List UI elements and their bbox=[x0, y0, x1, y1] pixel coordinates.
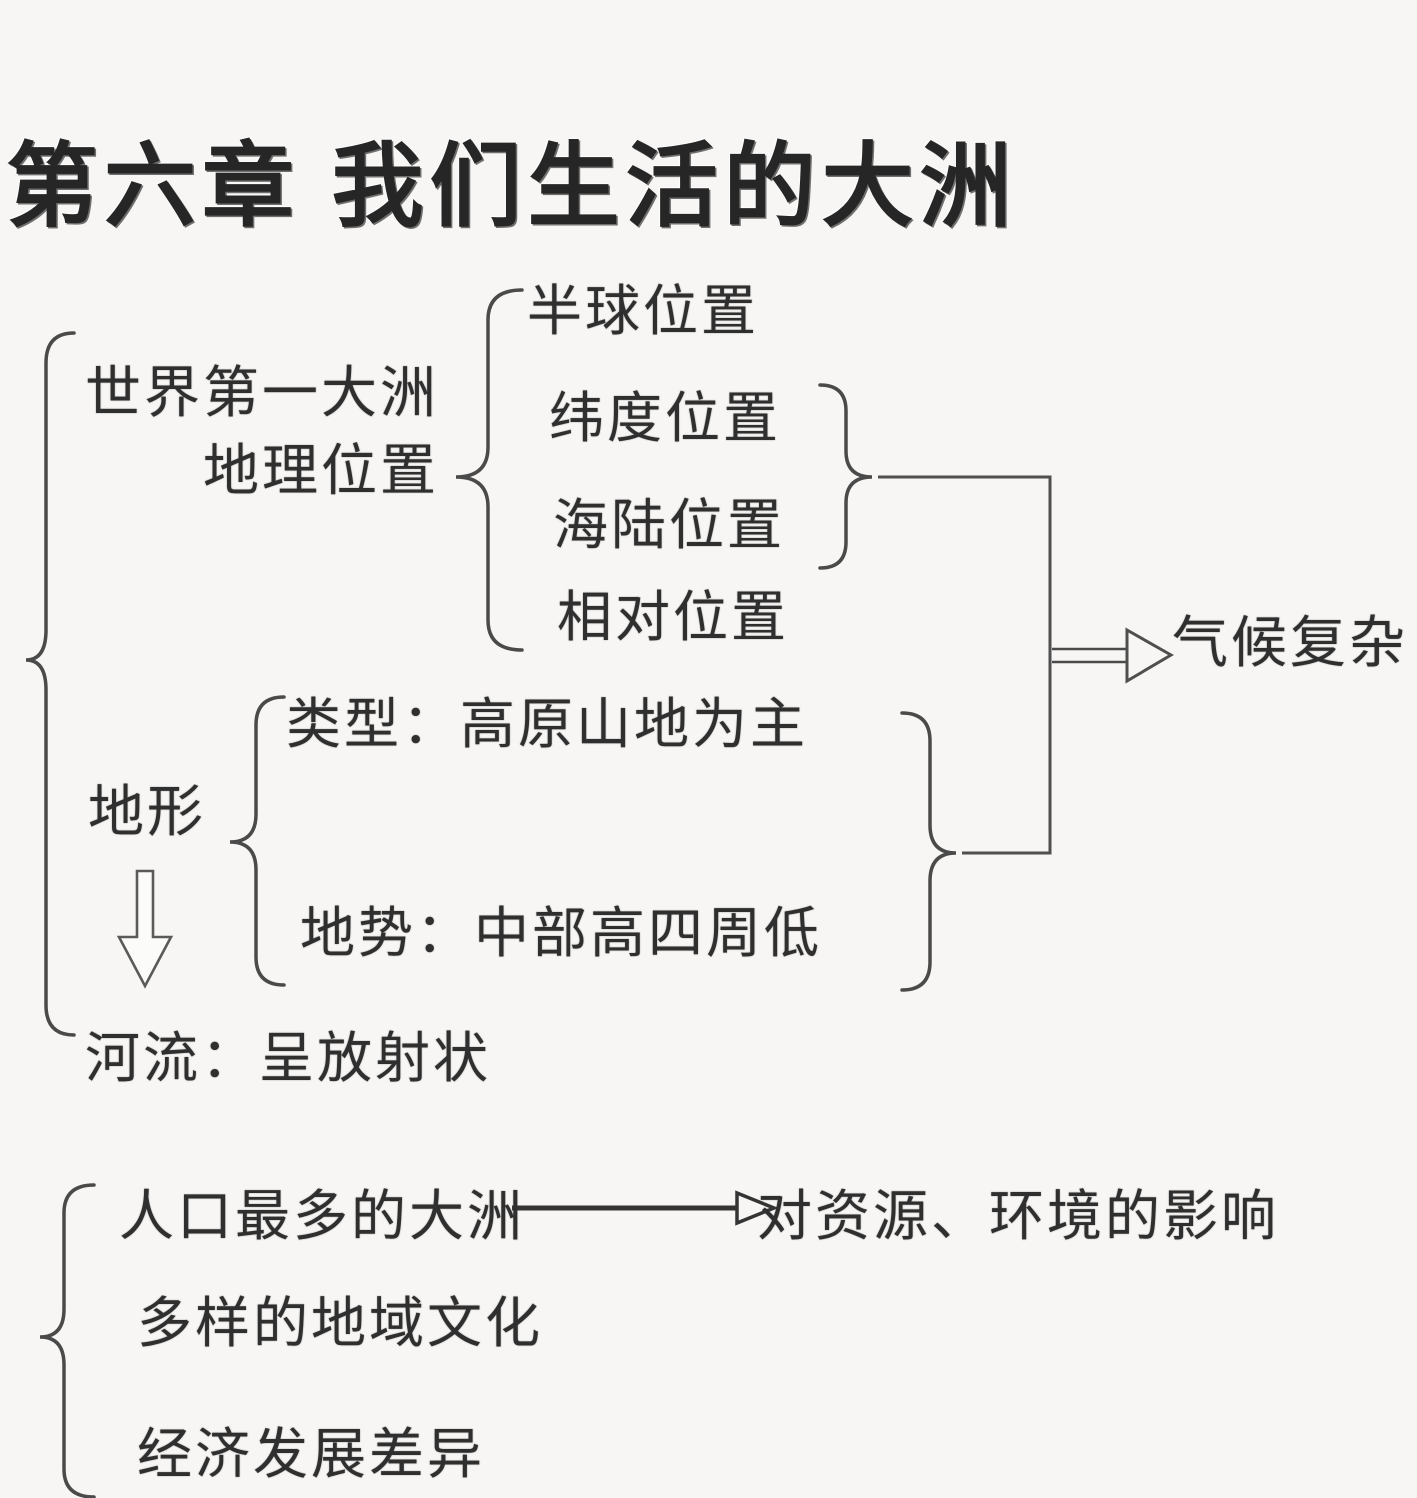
brace-geo-positions bbox=[455, 288, 524, 652]
node-climate-complex: 气候复杂 bbox=[1172, 613, 1408, 675]
page-title: 第六章 我们生活的大洲 bbox=[6, 136, 1018, 238]
brace-asia-physical bbox=[25, 331, 76, 1037]
brace-terrain-result bbox=[900, 711, 957, 992]
connector-to-climate bbox=[878, 475, 1052, 855]
node-relative-position: 相对位置 bbox=[557, 587, 790, 648]
node-resource-environment-impact: 对资源、环境的影响 bbox=[757, 1186, 1280, 1247]
node-economic-differences: 经济发展差异 bbox=[137, 1424, 486, 1485]
node-landsea-position: 海陆位置 bbox=[553, 495, 786, 556]
brace-latitude-landsea bbox=[818, 383, 873, 570]
node-diverse-cultures: 多样的地域文化 bbox=[137, 1293, 544, 1354]
node-world-first-continent: 世界第一大洲 bbox=[85, 363, 439, 425]
node-most-populous: 人口最多的大洲 bbox=[119, 1186, 526, 1247]
node-terrain: 地形 bbox=[88, 782, 206, 844]
brace-human-section bbox=[39, 1183, 96, 1498]
node-rivers-radial: 河流：呈放射状 bbox=[85, 1028, 492, 1089]
node-terrain-relief: 地势：中部高四周低 bbox=[300, 903, 823, 964]
climate-arrow-icon bbox=[1052, 627, 1174, 684]
population-impact-arrow-icon bbox=[512, 1190, 779, 1226]
down-arrow-icon bbox=[116, 869, 174, 989]
brace-terrain-items bbox=[229, 695, 286, 987]
node-geo-position: 地理位置 bbox=[203, 441, 439, 503]
node-terrain-type: 类型：高原山地为主 bbox=[286, 694, 809, 755]
node-hemisphere-position: 半球位置 bbox=[527, 281, 760, 342]
node-latitude-position: 纬度位置 bbox=[549, 388, 782, 449]
